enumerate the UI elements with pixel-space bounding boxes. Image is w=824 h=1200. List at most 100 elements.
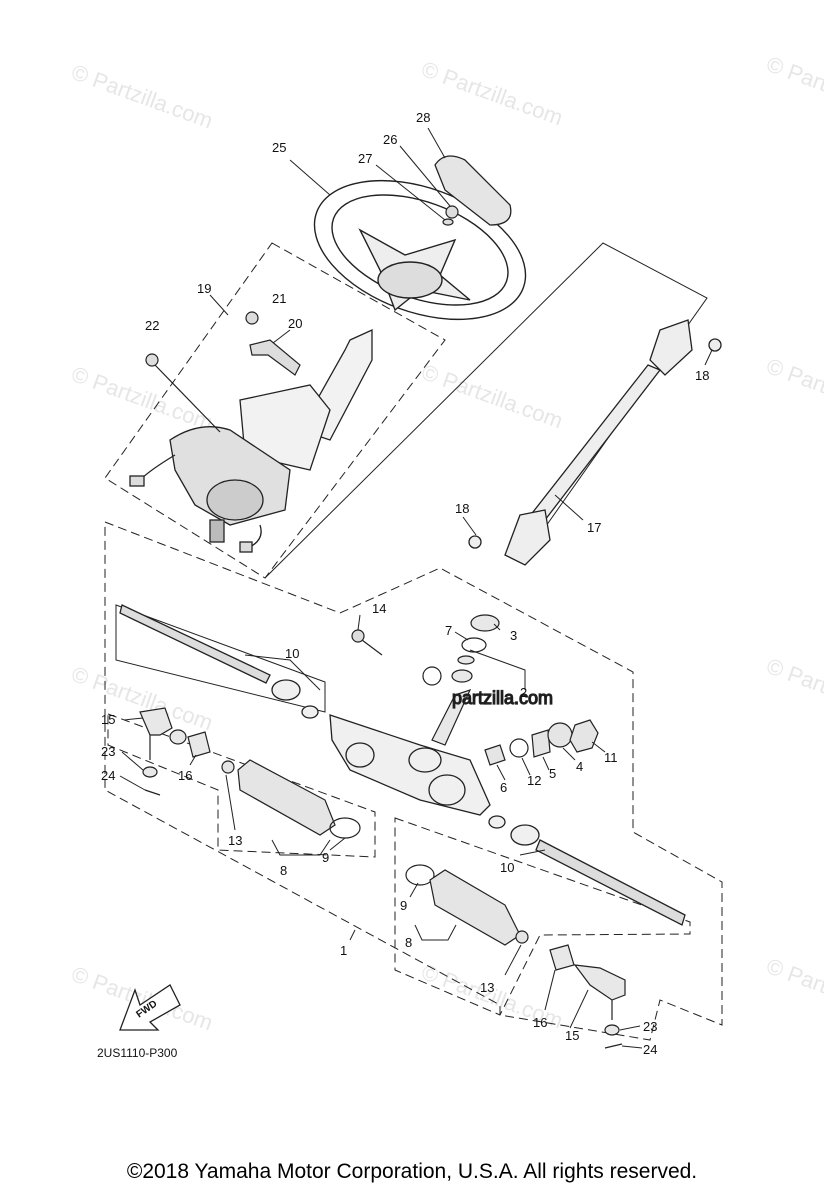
upper-u-joint: [649, 319, 693, 376]
nut-23-right: [604, 1024, 620, 1036]
bolt-21-icon: [245, 311, 259, 325]
leader-15a: [123, 717, 144, 721]
locknut-11: [569, 719, 599, 753]
callout-4: 4: [576, 759, 583, 774]
steering-wheel-hub: [377, 261, 443, 299]
washer-3: [470, 614, 500, 632]
callout-15-left: 15: [101, 712, 115, 727]
rack-stopper-left: [301, 705, 319, 719]
housing-mount-left: [345, 742, 375, 768]
callout-22: 22: [145, 318, 159, 333]
callout-26: 26: [383, 132, 397, 147]
callout-3: 3: [510, 628, 517, 643]
leader-4: [562, 747, 576, 761]
bolt-18-lower-icon: [468, 535, 482, 549]
leader-15b: [569, 989, 589, 1029]
leader-24b: [621, 1045, 643, 1049]
boot-kit-left: [221, 759, 361, 839]
steering-wheel: [313, 179, 527, 321]
leader-9a: [329, 837, 346, 851]
leader-16b: [544, 969, 556, 1011]
leader-8b: [414, 924, 457, 941]
tie-rod-end-15-left: [139, 707, 173, 736]
callout-5: 5: [549, 766, 556, 781]
leader-25: [289, 159, 331, 196]
callout-19: 19: [197, 281, 211, 296]
fwd-arrow: FWD: [119, 984, 181, 1031]
pinion-gear-2: [431, 688, 472, 746]
leader-13b: [504, 944, 522, 976]
rack-housing: [119, 604, 686, 926]
boot-8-left: [237, 759, 336, 836]
inner-tie-rod-right: [510, 824, 540, 846]
leader-18-upper: [704, 349, 713, 366]
locknut-left: [169, 729, 187, 745]
boot-8-right: [429, 869, 521, 946]
eps-gear: [206, 479, 264, 521]
tie-rod-end-15-right: [573, 964, 626, 1001]
diagram-code: 2US1110-P300: [97, 1046, 178, 1060]
bolt-22-icon: [145, 353, 159, 367]
rack-guide-group: [484, 719, 599, 766]
pinion-group: partzilla.com: [422, 614, 554, 746]
rack-bar-left: [119, 604, 271, 684]
callout-13-left: 13: [228, 833, 242, 848]
callout-9-right: 9: [400, 898, 407, 913]
leader-8a: [271, 839, 331, 856]
callout-10-upper: 10: [285, 646, 299, 661]
leader-6: [496, 764, 506, 781]
clamp-13-right: [515, 930, 529, 944]
callout-16-left: 16: [178, 768, 192, 783]
callout-13-right: 13: [480, 980, 494, 995]
callout-15-right: 15: [565, 1028, 579, 1043]
cotter-pin-24-right: [604, 1043, 623, 1049]
callout-27: 27: [358, 151, 372, 166]
adjuster-4: [547, 722, 573, 748]
rack-stopper-right: [488, 815, 506, 829]
fwd-arrow-icon: [119, 984, 181, 1031]
bracket-20: [249, 339, 301, 376]
band-9-right: [405, 864, 435, 886]
leader-10a: [244, 654, 321, 691]
horn-cover-body: [434, 155, 512, 226]
seal-ring: [457, 655, 475, 665]
bearing-icon: [451, 669, 473, 683]
callout-25: 25: [272, 140, 286, 155]
leader-16a: [189, 754, 197, 766]
leader-3: [493, 623, 501, 631]
pinion-housing: [408, 747, 442, 773]
callout-10-lower: 10: [500, 860, 514, 875]
connector-icon: [239, 541, 253, 553]
watermark: © Partzilla.com: [68, 361, 216, 435]
column-fasteners: [145, 311, 301, 433]
housing-mount-right: [428, 774, 466, 806]
inner-tie-rod-left: [271, 679, 301, 701]
callout-17: 17: [587, 520, 601, 535]
rack-guide-6: [484, 744, 506, 766]
bolt-22-leader: [154, 364, 221, 433]
clamp-13-left: [221, 760, 235, 774]
callouts: 28 26 27 25 19 21 20 22 18 18 17 14 3 7 …: [101, 110, 709, 1057]
output-spline: [209, 519, 225, 543]
callout-28: 28: [416, 110, 430, 125]
callout-6: 6: [500, 780, 507, 795]
leader-10b: [519, 849, 546, 856]
copyright-mark: [422, 666, 442, 686]
callout-14: 14: [372, 601, 386, 616]
leader-12: [521, 757, 531, 776]
o-ring-12: [509, 738, 529, 758]
callout-18-upper: 18: [695, 368, 709, 383]
bolt-14-shank: [361, 639, 383, 656]
callout-24-left: 24: [101, 768, 115, 783]
horn-cover: [434, 155, 512, 226]
copyright-footer: ©2018 Yamaha Motor Corporation, U.S.A. A…: [126, 1160, 698, 1183]
leader-lines: [119, 127, 713, 1049]
callout-1: 1: [340, 943, 347, 958]
leader-24a: [119, 775, 146, 791]
circlip-7: [461, 637, 487, 653]
leader-26: [399, 145, 451, 207]
leader-17: [554, 494, 584, 521]
watermark: © Partzilla.com: [763, 353, 824, 427]
steering-column: [129, 328, 373, 553]
